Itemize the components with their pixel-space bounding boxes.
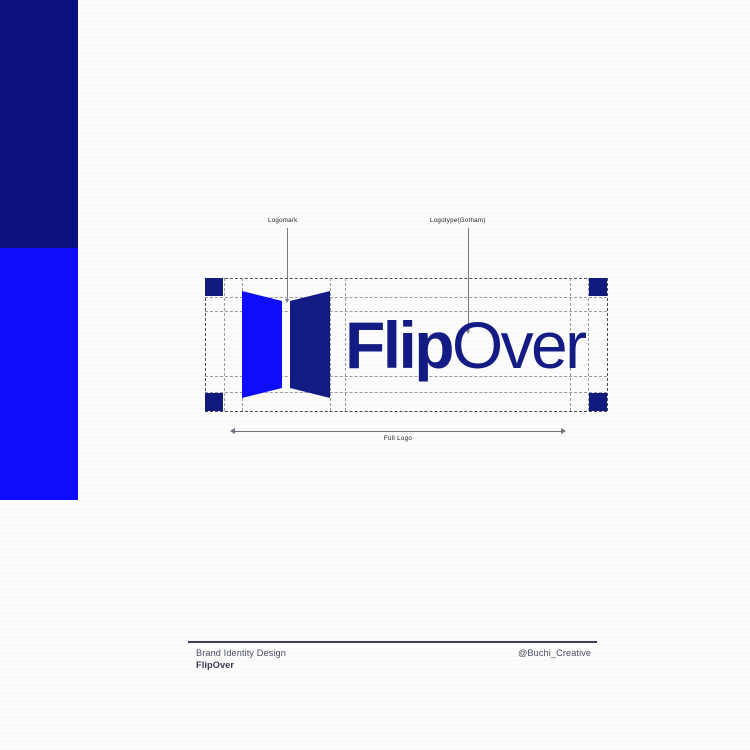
guide-line-top — [205, 278, 607, 279]
guide-line-clear-left — [224, 278, 225, 411]
guide-line-capheight — [205, 311, 607, 312]
corner-marker-bottom-left — [205, 393, 223, 411]
guide-line-right — [607, 278, 608, 411]
primary-blue-swatch — [0, 248, 78, 500]
logotype-arrow-icon — [465, 330, 470, 334]
measure-arrow-left-icon — [230, 428, 235, 435]
guide-line-type-right — [570, 278, 571, 411]
footer-social-handle: @Buchi_Creative — [518, 648, 592, 658]
guide-line-clear-right — [588, 278, 589, 411]
measure-label: Full Logo — [383, 435, 413, 442]
guide-line-clear-top — [205, 297, 607, 298]
guide-line-mark-right — [330, 278, 331, 411]
logomark-leader-line — [287, 228, 288, 300]
measure-arrow-right-icon — [561, 428, 566, 435]
guide-line-bottom — [205, 411, 607, 412]
corner-marker-top-right — [589, 278, 607, 296]
guide-line-left — [205, 278, 206, 411]
logomark-arrow-icon — [284, 299, 289, 303]
corner-marker-top-left — [205, 278, 223, 296]
footer-divider — [188, 641, 597, 643]
guide-line-type-left — [345, 278, 346, 411]
footer-project-name: FlipOver — [196, 659, 235, 670]
logotype-annotation-label: Logotype(Gotham) — [430, 217, 486, 224]
footer-left-block: Brand Identity Design FlipOver — [196, 648, 286, 671]
logotype-bold-part: Flip — [345, 308, 455, 382]
guide-line-baseline — [205, 376, 607, 377]
full-logo-measurement: Full Logo — [230, 426, 566, 446]
corner-marker-bottom-right — [589, 393, 607, 411]
primary-navy-swatch — [0, 0, 78, 248]
flipover-logomark-icon — [242, 291, 330, 398]
footer-title: Brand Identity Design — [196, 648, 286, 658]
logomark-annotation-label: Logomark — [268, 217, 298, 224]
measure-line — [234, 431, 562, 432]
guide-line-clear-bottom — [205, 392, 607, 393]
logotype-leader-line — [468, 228, 469, 331]
logotype-light-part: Over — [451, 308, 587, 382]
